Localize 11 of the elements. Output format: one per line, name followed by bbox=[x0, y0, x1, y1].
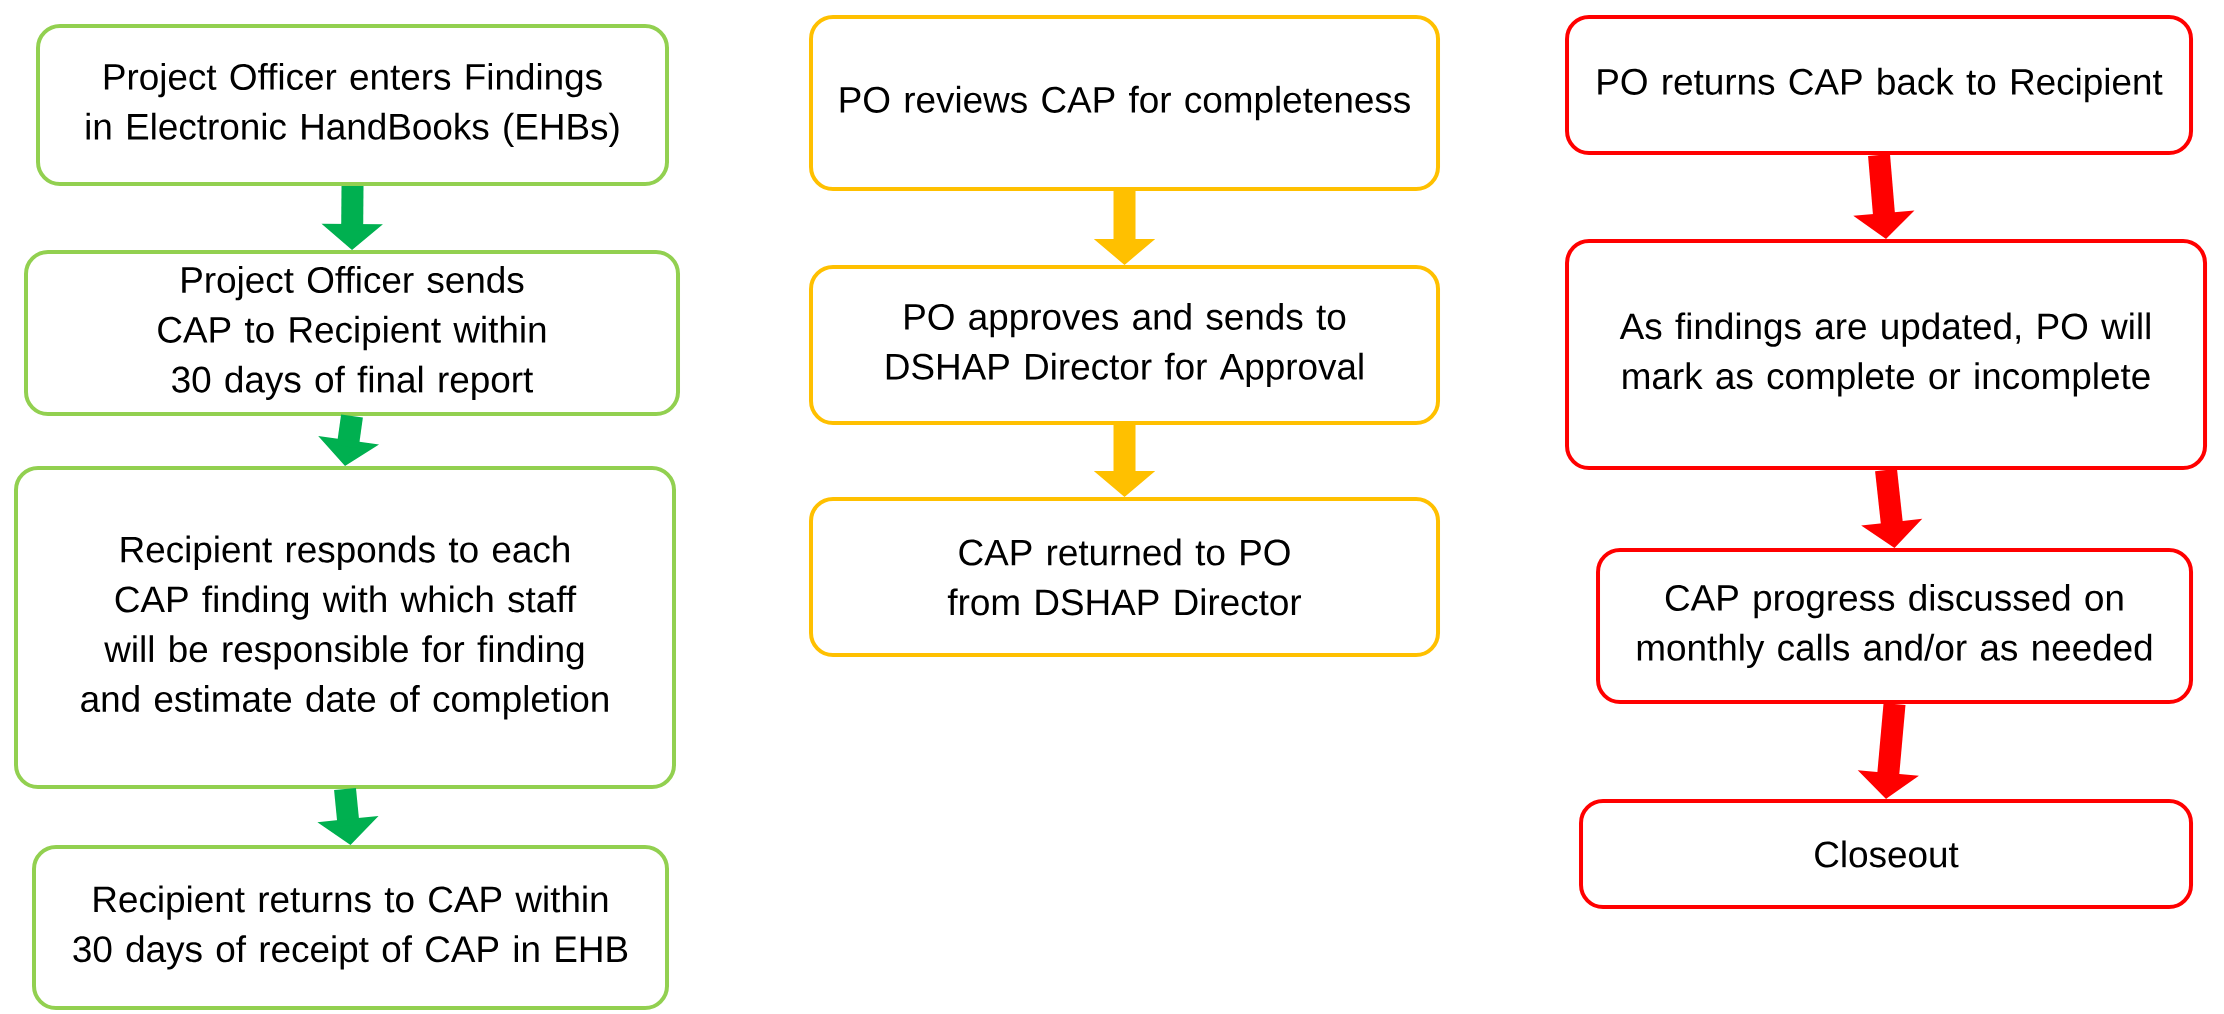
process-box: PO returns CAP back to Recipient bbox=[1565, 15, 2194, 155]
process-box: Project Officer sends CAP to Recipient within 30 days of final report bbox=[24, 250, 680, 416]
process-box: PO reviews CAP for completeness bbox=[809, 15, 1440, 191]
process-box: Recipient returns to CAP within 30 days of receipt of CAP in EHB bbox=[32, 845, 669, 1010]
process-box: As findings are updated, PO will mark as complete or incomplete bbox=[1565, 239, 2208, 470]
process-box: CAP progress discussed on monthly calls and/or as needed bbox=[1596, 548, 2194, 704]
process-box: Closeout bbox=[1579, 799, 2194, 909]
process-box: Project Officer enters Findings in Electronic HandBooks (EHBs) bbox=[36, 24, 669, 186]
process-box: PO approves and sends to DSHAP Director for Approval bbox=[809, 265, 1440, 425]
process-box: Recipient responds to each CAP finding with which staff will be responsible for finding and estimate date of completion bbox=[14, 466, 676, 789]
process-box: CAP returned to PO from DSHAP Director bbox=[809, 497, 1440, 657]
